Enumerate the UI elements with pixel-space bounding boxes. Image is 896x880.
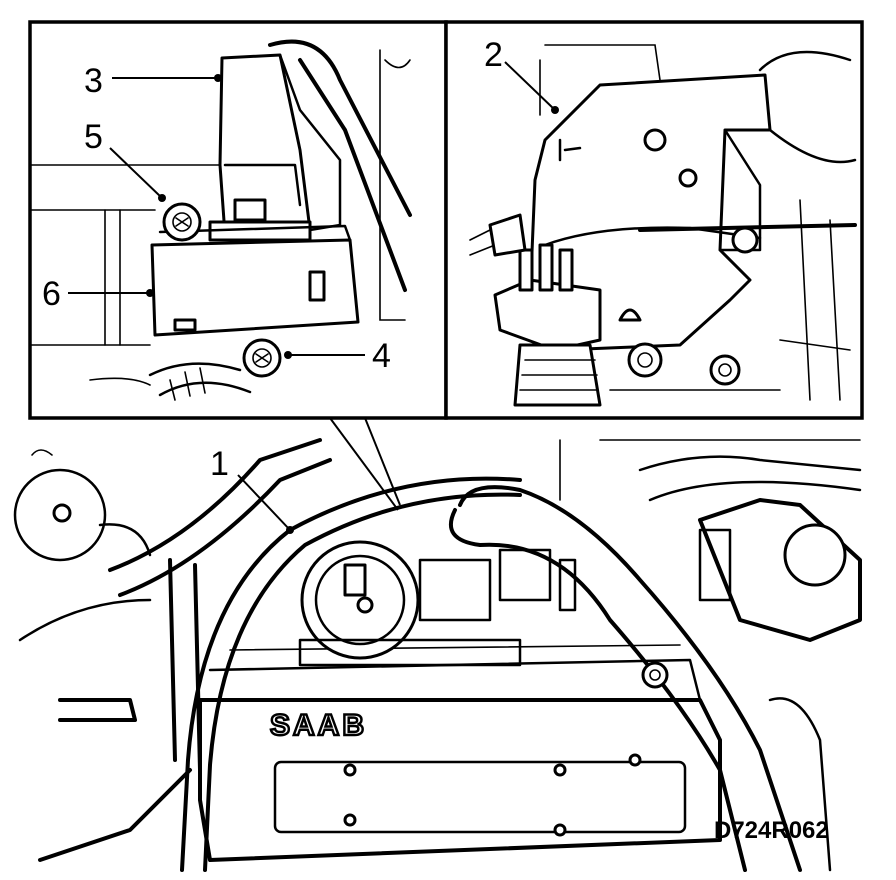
inset-right-panel: 2	[444, 20, 864, 420]
callout-6: 6	[42, 275, 61, 313]
callout-3: 3	[84, 62, 103, 100]
figure-code: D724R062	[714, 817, 829, 844]
inset-left-panel: 3 5 6 4	[28, 20, 448, 420]
callout-5: 5	[84, 118, 103, 156]
callout-4: 4	[372, 337, 391, 375]
callout-2: 2	[484, 36, 503, 74]
main-engine-view: 1 SAAB D724R062	[13, 417, 862, 872]
saab-logo-text: SAAB	[270, 709, 367, 742]
callout-1: 1	[210, 445, 229, 483]
